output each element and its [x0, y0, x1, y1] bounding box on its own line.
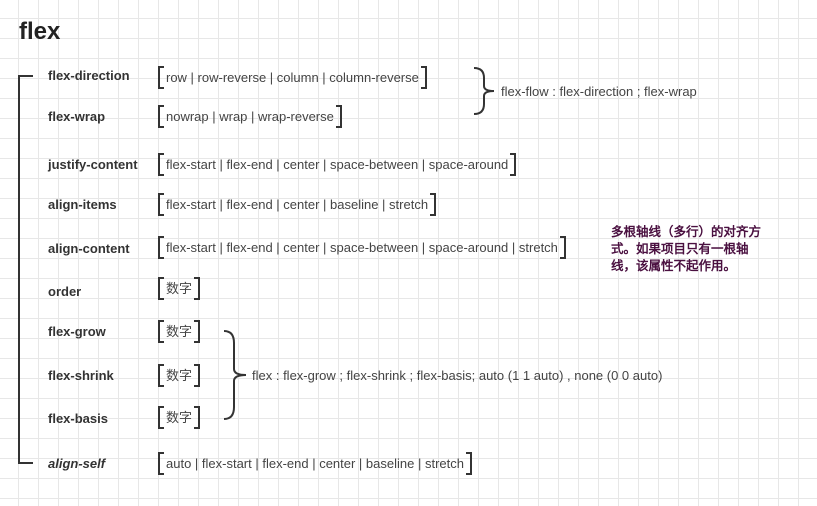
prop-flex-basis: flex-basis: [48, 411, 108, 426]
align-content-note: 多根轴线（多行）的对齐方式。如果项目只有一根轴线，该属性不起作用。: [611, 225, 762, 273]
prop-align-content: align-content: [48, 241, 130, 256]
flex-shorthand-brace: [223, 330, 247, 420]
page-title: flex: [19, 18, 61, 45]
prop-flex-wrap: flex-wrap: [48, 109, 106, 124]
prop-align-items: align-items: [48, 197, 117, 212]
prop-align-self: align-self: [48, 456, 106, 471]
flex-flow-brace: [473, 67, 495, 115]
values-flex-direction: row | row-reverse | column | column-reve…: [158, 66, 427, 89]
values-align-content: flex-start | flex-end | center | space-b…: [158, 236, 566, 259]
values-flex-grow: 数字: [157, 320, 201, 343]
values-flex-wrap: nowrap | wrap | wrap-reverse: [158, 105, 342, 128]
values-align-items: flex-start | flex-end | center | baselin…: [157, 193, 437, 216]
values-justify-content: flex-start | flex-end | center | space-b…: [157, 153, 517, 176]
flex-shorthand-note: flex : flex-grow ; flex-shrink ; flex-ba…: [252, 368, 663, 383]
flex-flow-note: flex-flow : flex-direction ; flex-wrap: [501, 84, 697, 99]
values-flex-shrink: 数字: [157, 364, 201, 387]
prop-flex-grow: flex-grow: [48, 324, 106, 339]
prop-order: order: [48, 284, 82, 299]
values-align-self: auto | flex-start | flex-end | center | …: [158, 452, 472, 475]
values-flex-basis: 数字: [157, 406, 201, 429]
root-bracket: [18, 75, 33, 464]
prop-flex-direction: flex-direction: [48, 68, 130, 83]
values-order: 数字: [157, 277, 201, 300]
prop-flex-shrink: flex-shrink: [48, 368, 114, 383]
prop-justify-content: justify-content: [48, 157, 138, 172]
